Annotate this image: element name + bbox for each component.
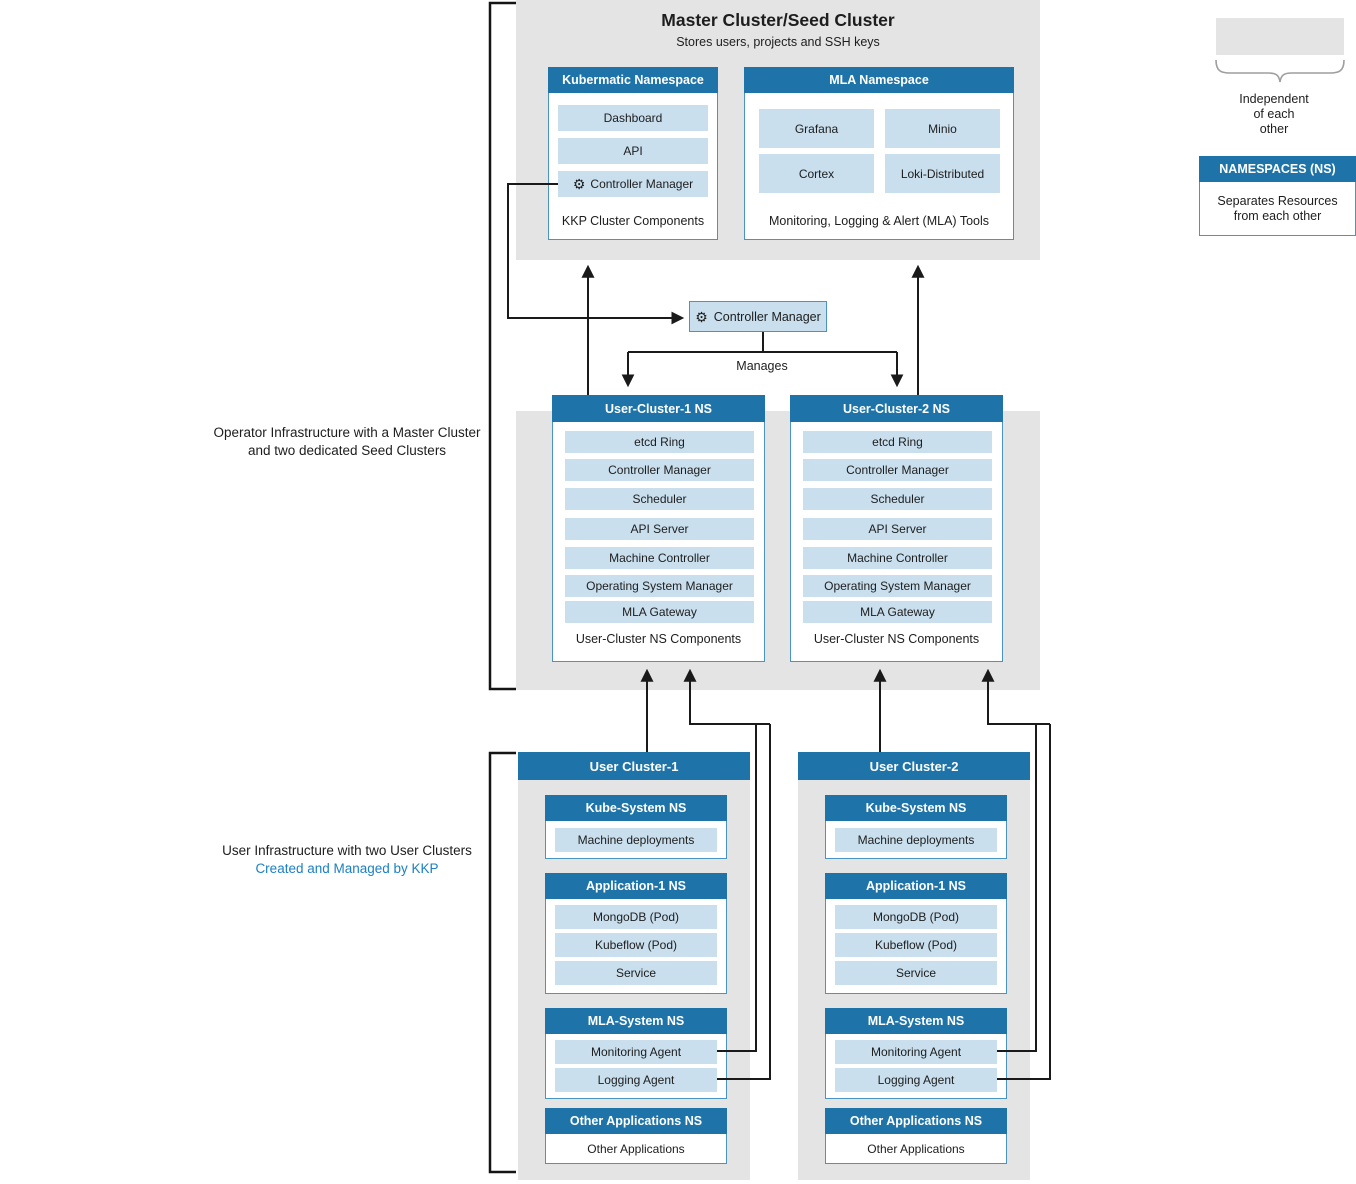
etcd-ring-pill: etcd Ring: [803, 431, 992, 453]
application-1-ns-header: Application-1 NS: [545, 873, 727, 899]
kubermatic-namespace-header: Kubermatic Namespace: [548, 67, 718, 93]
mla-system-ns-header: MLA-System NS: [545, 1008, 727, 1034]
logging-agent-pill: Logging Agent: [835, 1068, 997, 1092]
loki-distributed-component: Loki-Distributed: [885, 154, 1000, 193]
user-cluster-1-ns-header: User-Cluster-1 NS: [552, 395, 765, 422]
user-cluster-1-box: User Cluster-1 Kube-System NS Machine de…: [518, 752, 750, 1180]
master-cluster-subtitle: Stores users, projects and SSH keys: [676, 35, 880, 49]
controller-manager-pill: Controller Manager: [565, 459, 754, 481]
independent-label: Independent of each other: [1204, 92, 1344, 137]
mla-namespace-header: MLA Namespace: [744, 67, 1014, 93]
mongodb-pod-pill: MongoDB (Pod): [555, 905, 717, 929]
mla-system-ns-panel: MLA-System NS Monitoring Agent Logging A…: [825, 1008, 1007, 1099]
kube-system-ns-panel: Kube-System NS Machine deployments: [825, 795, 1007, 859]
namespaces-legend-body: Separates Resources from each other: [1200, 183, 1355, 235]
mla-gateway-pill: MLA Gateway: [565, 601, 754, 623]
controller-manager-box: ⚙ Controller Manager: [689, 301, 827, 332]
independent-line-1: Independent: [1239, 92, 1309, 106]
other-applications-ns-panel: Other Applications NS Other Applications: [825, 1108, 1007, 1164]
mla-system-ns-panel: MLA-System NS Monitoring Agent Logging A…: [545, 1008, 727, 1099]
controller-manager-component: ⚙ Controller Manager: [558, 171, 708, 197]
namespaces-legend-panel: NAMESPACES (NS) Separates Resources from…: [1199, 156, 1356, 236]
user-label-line-2: Created and Managed by KKP: [255, 861, 439, 876]
service-pill: Service: [835, 961, 997, 985]
operating-system-manager-pill: Operating System Manager: [565, 575, 754, 597]
kkp-components-note: KKP Cluster Components: [561, 214, 705, 228]
application-1-ns-header: Application-1 NS: [825, 873, 1007, 899]
independent-line-3: other: [1259, 122, 1289, 136]
application-1-ns-panel: Application-1 NS MongoDB (Pod) Kubeflow …: [545, 873, 727, 994]
scheduler-pill: Scheduler: [803, 488, 992, 510]
logging-agent-pill: Logging Agent: [555, 1068, 717, 1092]
controller-manager-box-label: Controller Manager: [713, 309, 821, 324]
other-applications-item: Other Applications: [587, 1142, 685, 1156]
operator-label-line-1: Operator Infrastructure with a Master Cl…: [213, 425, 481, 440]
mla-namespace-panel: MLA Namespace Grafana Minio Cortex Loki-…: [744, 67, 1014, 240]
mla-tools-note: Monitoring, Logging & Alert (MLA) Tools: [768, 214, 990, 228]
curly-brace-icon: [1215, 59, 1345, 83]
machine-controller-pill: Machine Controller: [565, 547, 754, 569]
mla-gateway-pill: MLA Gateway: [803, 601, 992, 623]
service-pill: Service: [555, 961, 717, 985]
operating-system-manager-pill: Operating System Manager: [803, 575, 992, 597]
application-1-ns-panel: Application-1 NS MongoDB (Pod) Kubeflow …: [825, 873, 1007, 994]
namespaces-body-line-2: from each other: [1233, 209, 1322, 223]
user-infrastructure-label: User Infrastructure with two User Cluste…: [180, 842, 514, 878]
independent-line-2: of each: [1253, 107, 1295, 121]
kubeflow-pod-pill: Kubeflow (Pod): [555, 933, 717, 957]
kubermatic-namespace-panel: Kubermatic Namespace Dashboard API ⚙ Con…: [548, 67, 718, 240]
legend-swatch: [1216, 18, 1344, 55]
namespaces-body-line-1: Separates Resources: [1217, 194, 1338, 208]
user-cluster-1-ns-panel: User-Cluster-1 NS etcd Ring Controller M…: [552, 395, 765, 662]
kube-system-ns-header: Kube-System NS: [825, 795, 1007, 821]
machine-deployments-pill: Machine deployments: [555, 828, 717, 852]
master-cluster-box: Master Cluster/Seed Cluster Stores users…: [516, 0, 1040, 260]
kube-system-ns-panel: Kube-System NS Machine deployments: [545, 795, 727, 859]
controller-manager-pill: Controller Manager: [803, 459, 992, 481]
scheduler-pill: Scheduler: [565, 488, 754, 510]
etcd-ring-pill: etcd Ring: [565, 431, 754, 453]
manages-label: Manages: [736, 359, 788, 373]
operator-bracket: [488, 1, 516, 691]
controller-manager-label: Controller Manager: [590, 177, 694, 191]
user-cluster-2-ns-panel: User-Cluster-2 NS etcd Ring Controller M…: [790, 395, 1003, 662]
api-server-pill: API Server: [803, 518, 992, 540]
cortex-component: Cortex: [759, 154, 874, 193]
other-applications-ns-header: Other Applications NS: [825, 1108, 1007, 1134]
user-label-line-1: User Infrastructure with two User Cluste…: [222, 843, 472, 858]
ns-components-note: User-Cluster NS Components: [575, 632, 742, 646]
kubeflow-pod-pill: Kubeflow (Pod): [835, 933, 997, 957]
ns-components-note: User-Cluster NS Components: [813, 632, 980, 646]
user-cluster-2-box: User Cluster-2 Kube-System NS Machine de…: [798, 752, 1030, 1180]
gear-icon: ⚙: [572, 176, 586, 192]
namespaces-legend-header: NAMESPACES (NS): [1199, 156, 1356, 182]
other-applications-ns-panel: Other Applications NS Other Applications: [545, 1108, 727, 1164]
operator-label-line-2: and two dedicated Seed Clusters: [247, 443, 447, 458]
monitoring-agent-pill: Monitoring Agent: [555, 1040, 717, 1064]
machine-deployments-pill: Machine deployments: [835, 828, 997, 852]
monitoring-agent-pill: Monitoring Agent: [835, 1040, 997, 1064]
user-bracket: [488, 751, 516, 1174]
minio-component: Minio: [885, 109, 1000, 148]
gear-icon: ⚙: [695, 308, 708, 325]
master-cluster-title: Master Cluster/Seed Cluster: [661, 9, 895, 30]
user-cluster-2-header: User Cluster-2: [798, 752, 1030, 780]
machine-controller-pill: Machine Controller: [803, 547, 992, 569]
kube-system-ns-header: Kube-System NS: [545, 795, 727, 821]
mongodb-pod-pill: MongoDB (Pod): [835, 905, 997, 929]
api-server-pill: API Server: [565, 518, 754, 540]
user-cluster-1-header: User Cluster-1: [518, 752, 750, 780]
other-applications-item: Other Applications: [867, 1142, 965, 1156]
api-component: API: [558, 138, 708, 164]
user-cluster-2-ns-header: User-Cluster-2 NS: [790, 395, 1003, 422]
dashboard-component: Dashboard: [558, 105, 708, 131]
operator-infrastructure-label: Operator Infrastructure with a Master Cl…: [180, 424, 514, 460]
grafana-component: Grafana: [759, 109, 874, 148]
other-applications-ns-header: Other Applications NS: [545, 1108, 727, 1134]
mla-system-ns-header: MLA-System NS: [825, 1008, 1007, 1034]
